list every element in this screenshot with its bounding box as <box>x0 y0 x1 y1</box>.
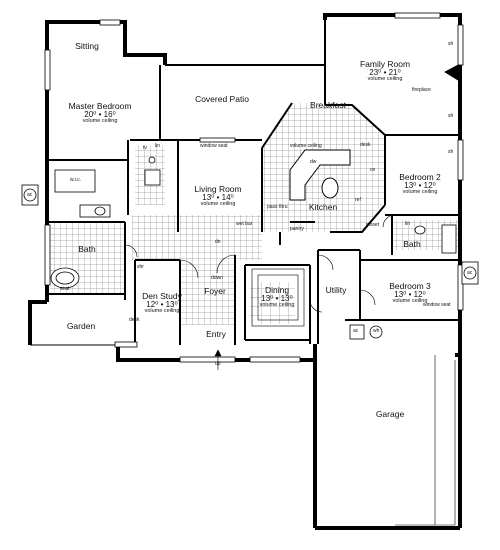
linen-bath2-label: lin <box>405 221 411 227</box>
interior-walls <box>47 15 460 345</box>
room-bedroom2-name: Bedroom 2 <box>399 172 441 182</box>
room-bedroom3-note: volume ceiling <box>392 298 428 305</box>
room-garden-label: Garden <box>66 321 96 331</box>
wic-label: w.i.c. <box>70 177 82 183</box>
room-master-bath-label: Bath <box>78 244 96 254</box>
dining-ceiling-detail <box>257 274 299 321</box>
room-den-study-name: Den Study <box>142 291 182 301</box>
room-utility-label: Utility <box>325 285 347 295</box>
room-covered-patio-label: Covered Patio <box>195 94 249 104</box>
window-seat-label: window seat <box>200 143 228 149</box>
ac-left-label: ac <box>27 192 33 198</box>
room-bedroom3-name: Bedroom 3 <box>389 281 431 291</box>
room-family-room: Family Room 23⁰ • 21⁰ volume ceiling <box>360 60 410 83</box>
tv-label: tv <box>143 145 147 151</box>
room-sitting-label: Sitting <box>75 41 99 51</box>
room-dining-dims: 13⁰ • 13⁰ <box>261 293 293 303</box>
room-living-room-name: Living Room <box>194 184 242 194</box>
room-living-room-dims: 13⁰ • 14⁰ <box>202 192 234 202</box>
room-foyer-label: Foyer <box>204 286 226 296</box>
room-bedroom2-note: volume ceiling <box>402 189 438 196</box>
den-desk-label: desk <box>129 317 140 323</box>
room-bath2-label: Bath <box>403 239 421 249</box>
doors <box>124 214 396 313</box>
room-family-room-name: Family Room <box>359 59 411 69</box>
oven-label: ov <box>370 167 376 173</box>
room-family-room-dims: 23⁰ • 21⁰ <box>369 67 401 77</box>
room-dining-note: volume ceiling <box>259 302 295 309</box>
windows <box>44 12 464 363</box>
shelf-label-right: sh <box>448 149 454 155</box>
pantry-label: pantry <box>290 226 304 232</box>
refrigerator-label: ref <box>355 197 361 203</box>
room-den-study: Den Study 12⁰ • 13⁰ volume ceiling <box>142 292 182 315</box>
pass-thru-label: pass thru <box>267 204 288 210</box>
room-garage-label: Garage <box>375 409 405 419</box>
kitchen-desk-label: desk <box>360 142 371 148</box>
up-entry-label: up <box>215 361 221 367</box>
room-dining: Dining 13⁰ • 13⁰ volume ceiling <box>260 286 295 309</box>
room-dining-name: Dining <box>264 285 290 295</box>
dishwasher-label: dw <box>310 159 317 165</box>
dn-living-label: dn <box>215 239 221 245</box>
closet-label: closet <box>366 222 380 228</box>
room-master-bedroom-dims: 20⁰ • 16⁰ <box>84 109 116 119</box>
room-bedroom2: Bedroom 2 13⁰ • 12⁰ volume ceiling <box>399 173 441 196</box>
room-den-study-dims: 12⁰ • 13⁰ <box>146 299 178 309</box>
wet-bar-label: wet bar <box>236 221 253 227</box>
shelf-label-top: sh <box>448 41 454 47</box>
linen-master-label: lin <box>155 143 161 149</box>
shower-label: shr <box>137 264 144 270</box>
room-living-room-note: volume ceiling <box>200 201 236 208</box>
kitchen-island <box>289 149 351 201</box>
room-bedroom2-dims: 13⁰ • 12⁰ <box>404 180 436 190</box>
ac-right-label: ac <box>467 270 473 276</box>
tub-seat-label: seat <box>60 286 70 292</box>
room-bedroom3-dims: 13⁰ • 12⁰ <box>394 289 426 299</box>
room-master-bedroom: Master Bedroom 20⁰ • 16⁰ volume ceiling <box>69 102 132 125</box>
room-master-bedroom-note: volume ceiling <box>82 118 118 125</box>
fixtures <box>21 64 479 340</box>
room-entry-label: Entry <box>206 329 226 339</box>
window-seat-bed3-label: window seat <box>423 302 451 308</box>
room-breakfast-label: Breakfast <box>310 100 346 110</box>
entry-steps <box>214 349 222 370</box>
room-living-room: Living Room 13⁰ • 14⁰ volume ceiling <box>194 185 241 208</box>
shelf-label-mid: sh <box>448 113 454 119</box>
room-family-room-note: volume ceiling <box>367 76 403 83</box>
kitchen-volume-ceiling-label: volume ceiling <box>290 143 322 149</box>
water-heater-label: wh <box>373 328 380 334</box>
garage-hatching <box>395 355 456 526</box>
room-den-study-note: volume ceiling <box>144 308 180 315</box>
room-bedroom3: Bedroom 3 13⁰ • 12⁰ volume ceiling <box>389 282 431 305</box>
ac-garage-label: ac <box>353 328 359 334</box>
room-master-bedroom-name: Master Bedroom <box>68 101 132 111</box>
fireplace-label: fireplace <box>412 87 431 93</box>
down-foyer-label: down <box>211 275 223 281</box>
room-kitchen-label: Kitchen <box>308 202 338 212</box>
